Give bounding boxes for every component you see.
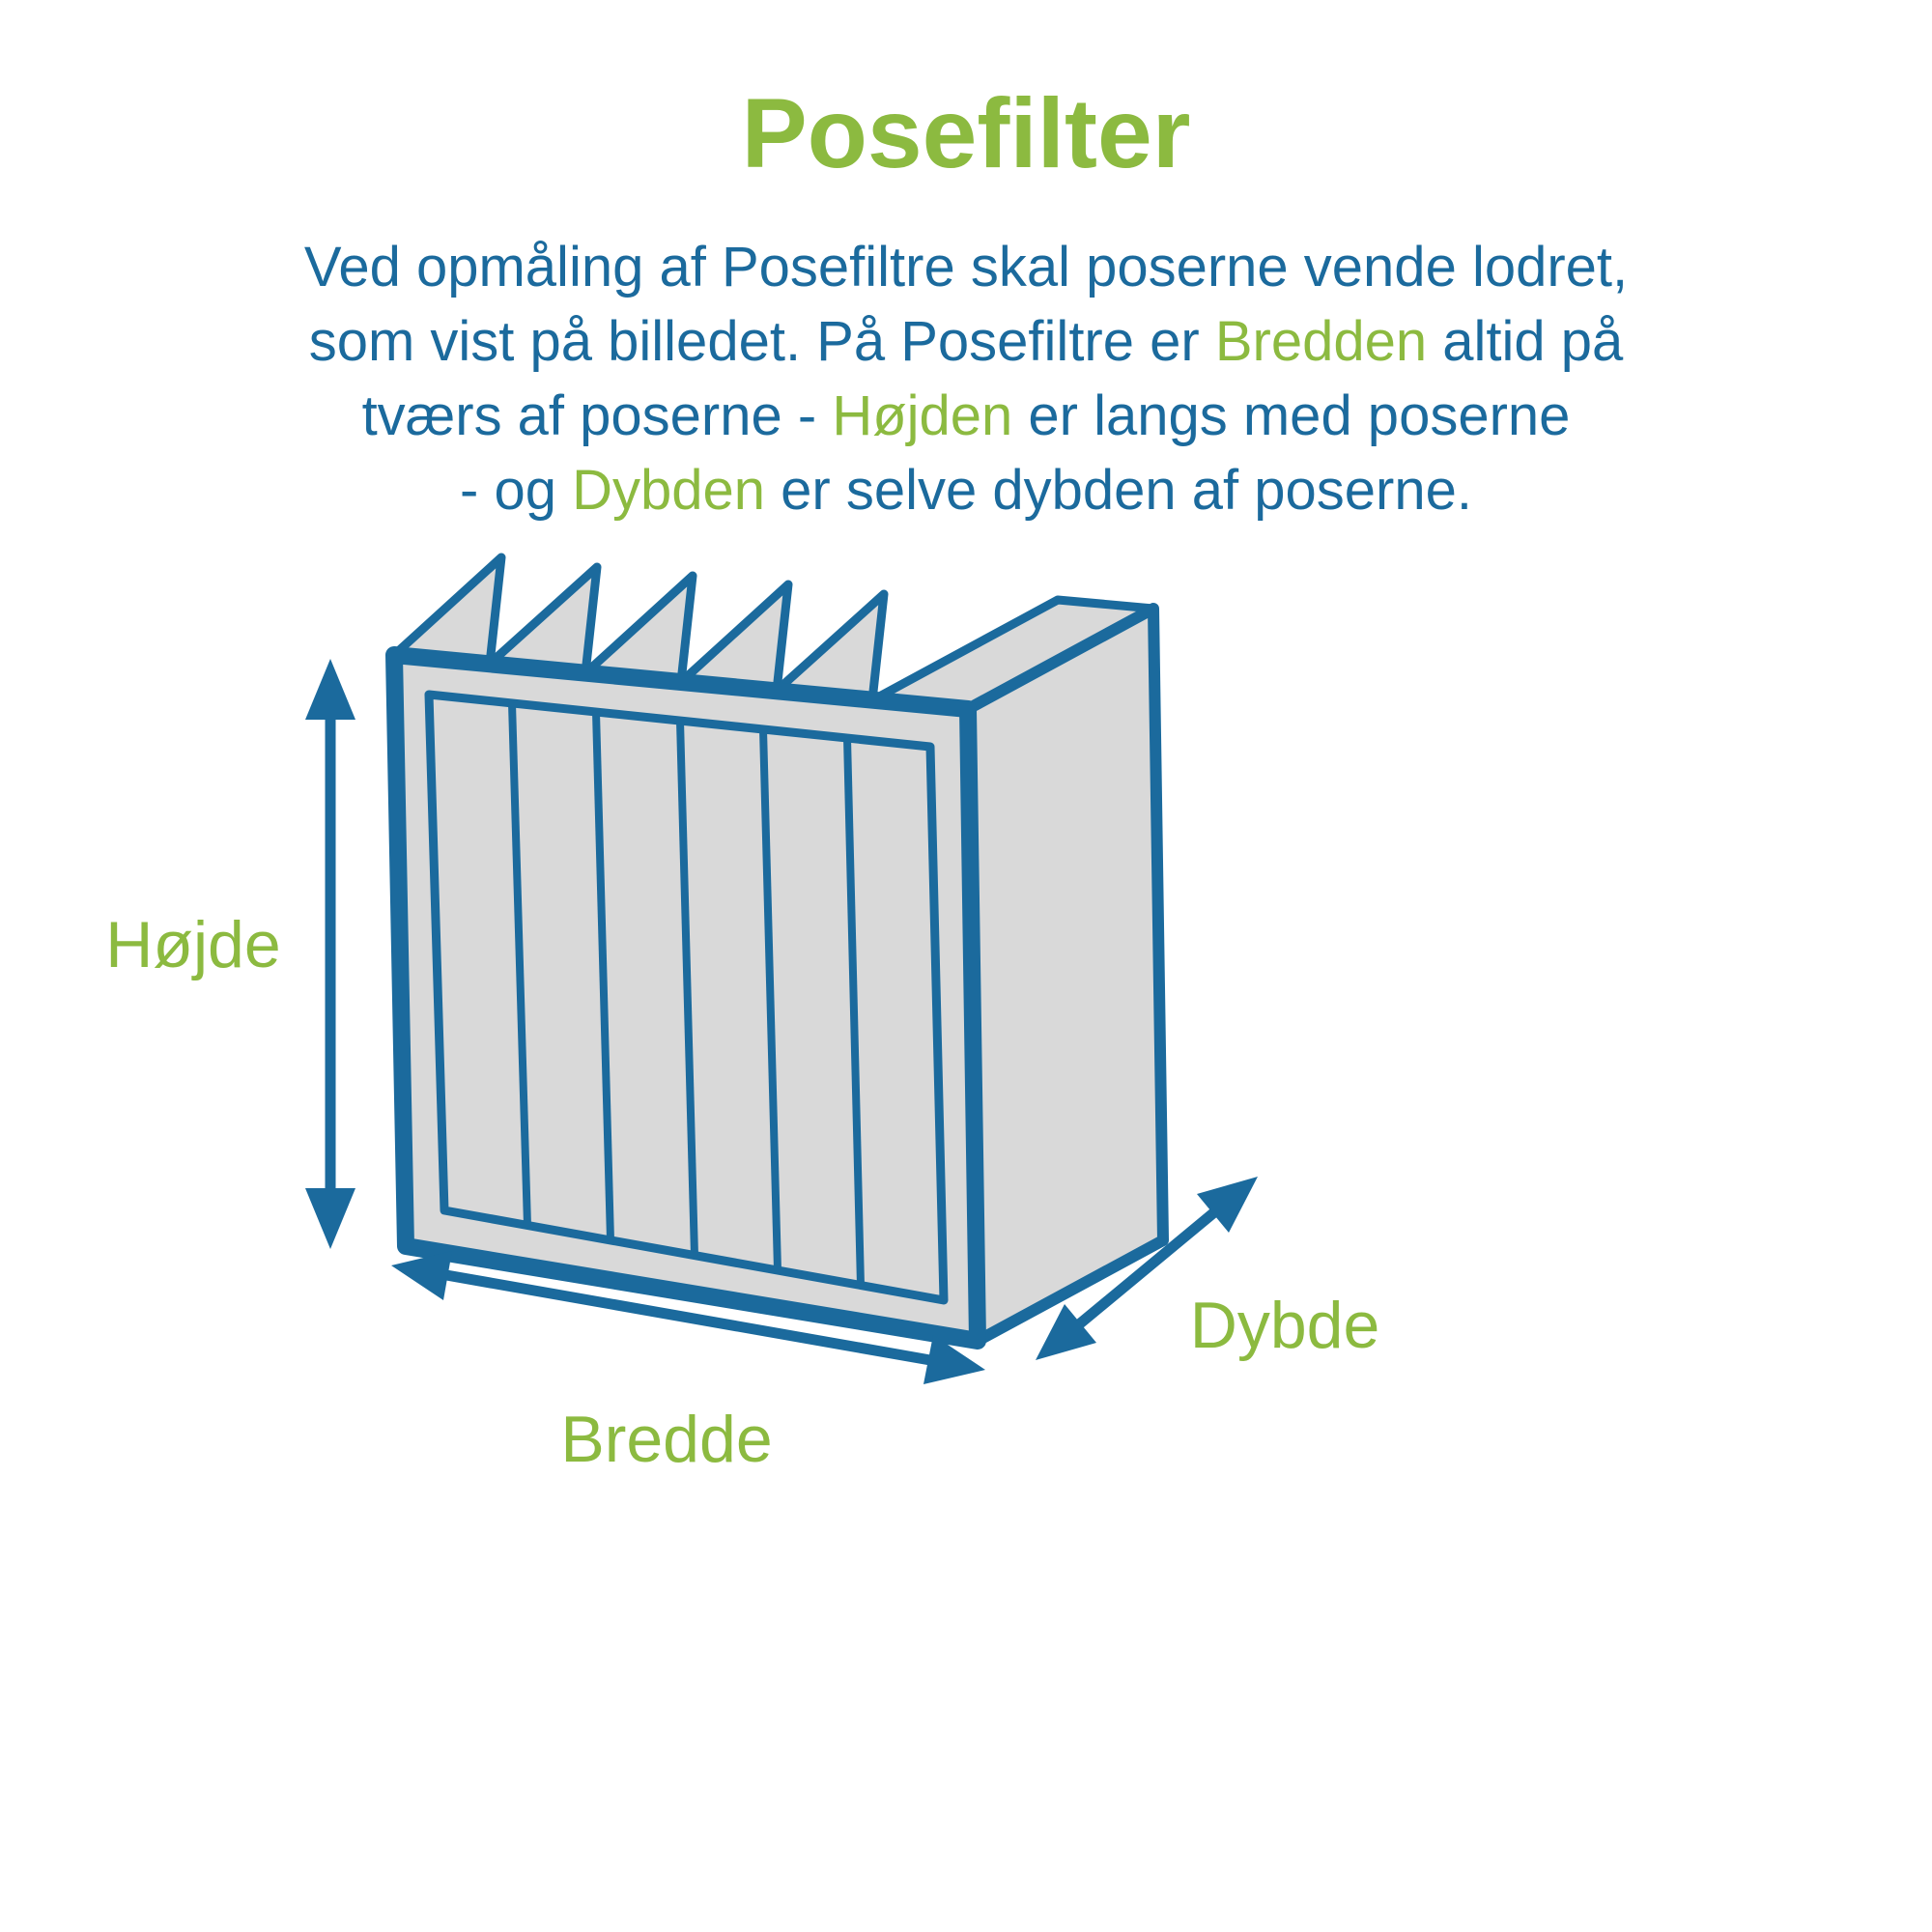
- paragraph-segment: Dybden: [572, 459, 766, 522]
- arrowhead-down-icon: [305, 1188, 355, 1249]
- filter-side-panel: [962, 603, 1169, 1347]
- paragraph-segment: altid på: [1427, 310, 1624, 373]
- arrowhead-upright-icon: [1197, 1177, 1258, 1233]
- arrowhead-right-icon: [923, 1335, 985, 1384]
- page-title: Posefilter: [741, 78, 1191, 188]
- bag-top-1: [389, 553, 506, 668]
- paragraph-segment: Ved opmåling af Posefiltre skal poserne …: [303, 236, 1629, 298]
- pocket-divider: [676, 720, 698, 1257]
- paragraph-segment: Højden: [832, 384, 1013, 447]
- pocket-dividers: [508, 702, 865, 1287]
- height-label: Højde: [105, 908, 281, 981]
- height-arrow: [305, 659, 355, 1249]
- depth-arrow: [1036, 1177, 1258, 1360]
- paragraph-line: som vist på billedet. På Posefiltre er B…: [0, 304, 1932, 379]
- paragraph-line: tværs af poserne - Højden er langs med p…: [0, 379, 1932, 453]
- paragraph-line: - og Dybden er selve dybden af poserne.: [0, 453, 1932, 527]
- paragraph-segment: tværs af poserne -: [361, 384, 833, 447]
- width-arrow: [391, 1251, 985, 1384]
- paragraph-segment: er selve dybden af poserne.: [765, 459, 1472, 522]
- bag-top-sawtooth: [389, 553, 1158, 714]
- intro-paragraph: Ved opmåling af Posefiltre skal poserne …: [0, 230, 1932, 527]
- width-label: Bredde: [560, 1403, 773, 1476]
- depth-label: Dybde: [1189, 1289, 1380, 1362]
- arrowhead-left-icon: [391, 1251, 452, 1300]
- pocket-divider: [759, 728, 781, 1271]
- pocket-divider: [508, 702, 531, 1227]
- paragraph-segment: Bredden: [1214, 310, 1428, 373]
- arrowhead-downleft-icon: [1036, 1304, 1096, 1360]
- pocket-divider: [592, 711, 614, 1241]
- paragraph-segment: - og: [460, 459, 573, 522]
- pocket-divider: [843, 737, 865, 1287]
- paragraph-segment: som vist på billedet. På Posefiltre er: [308, 310, 1215, 373]
- paragraph-line: Ved opmåling af Posefiltre skal poserne …: [0, 230, 1932, 304]
- arrowhead-up-icon: [305, 659, 355, 720]
- bag-top-4: [676, 580, 793, 696]
- paragraph-segment: er langs med poserne: [1012, 384, 1571, 447]
